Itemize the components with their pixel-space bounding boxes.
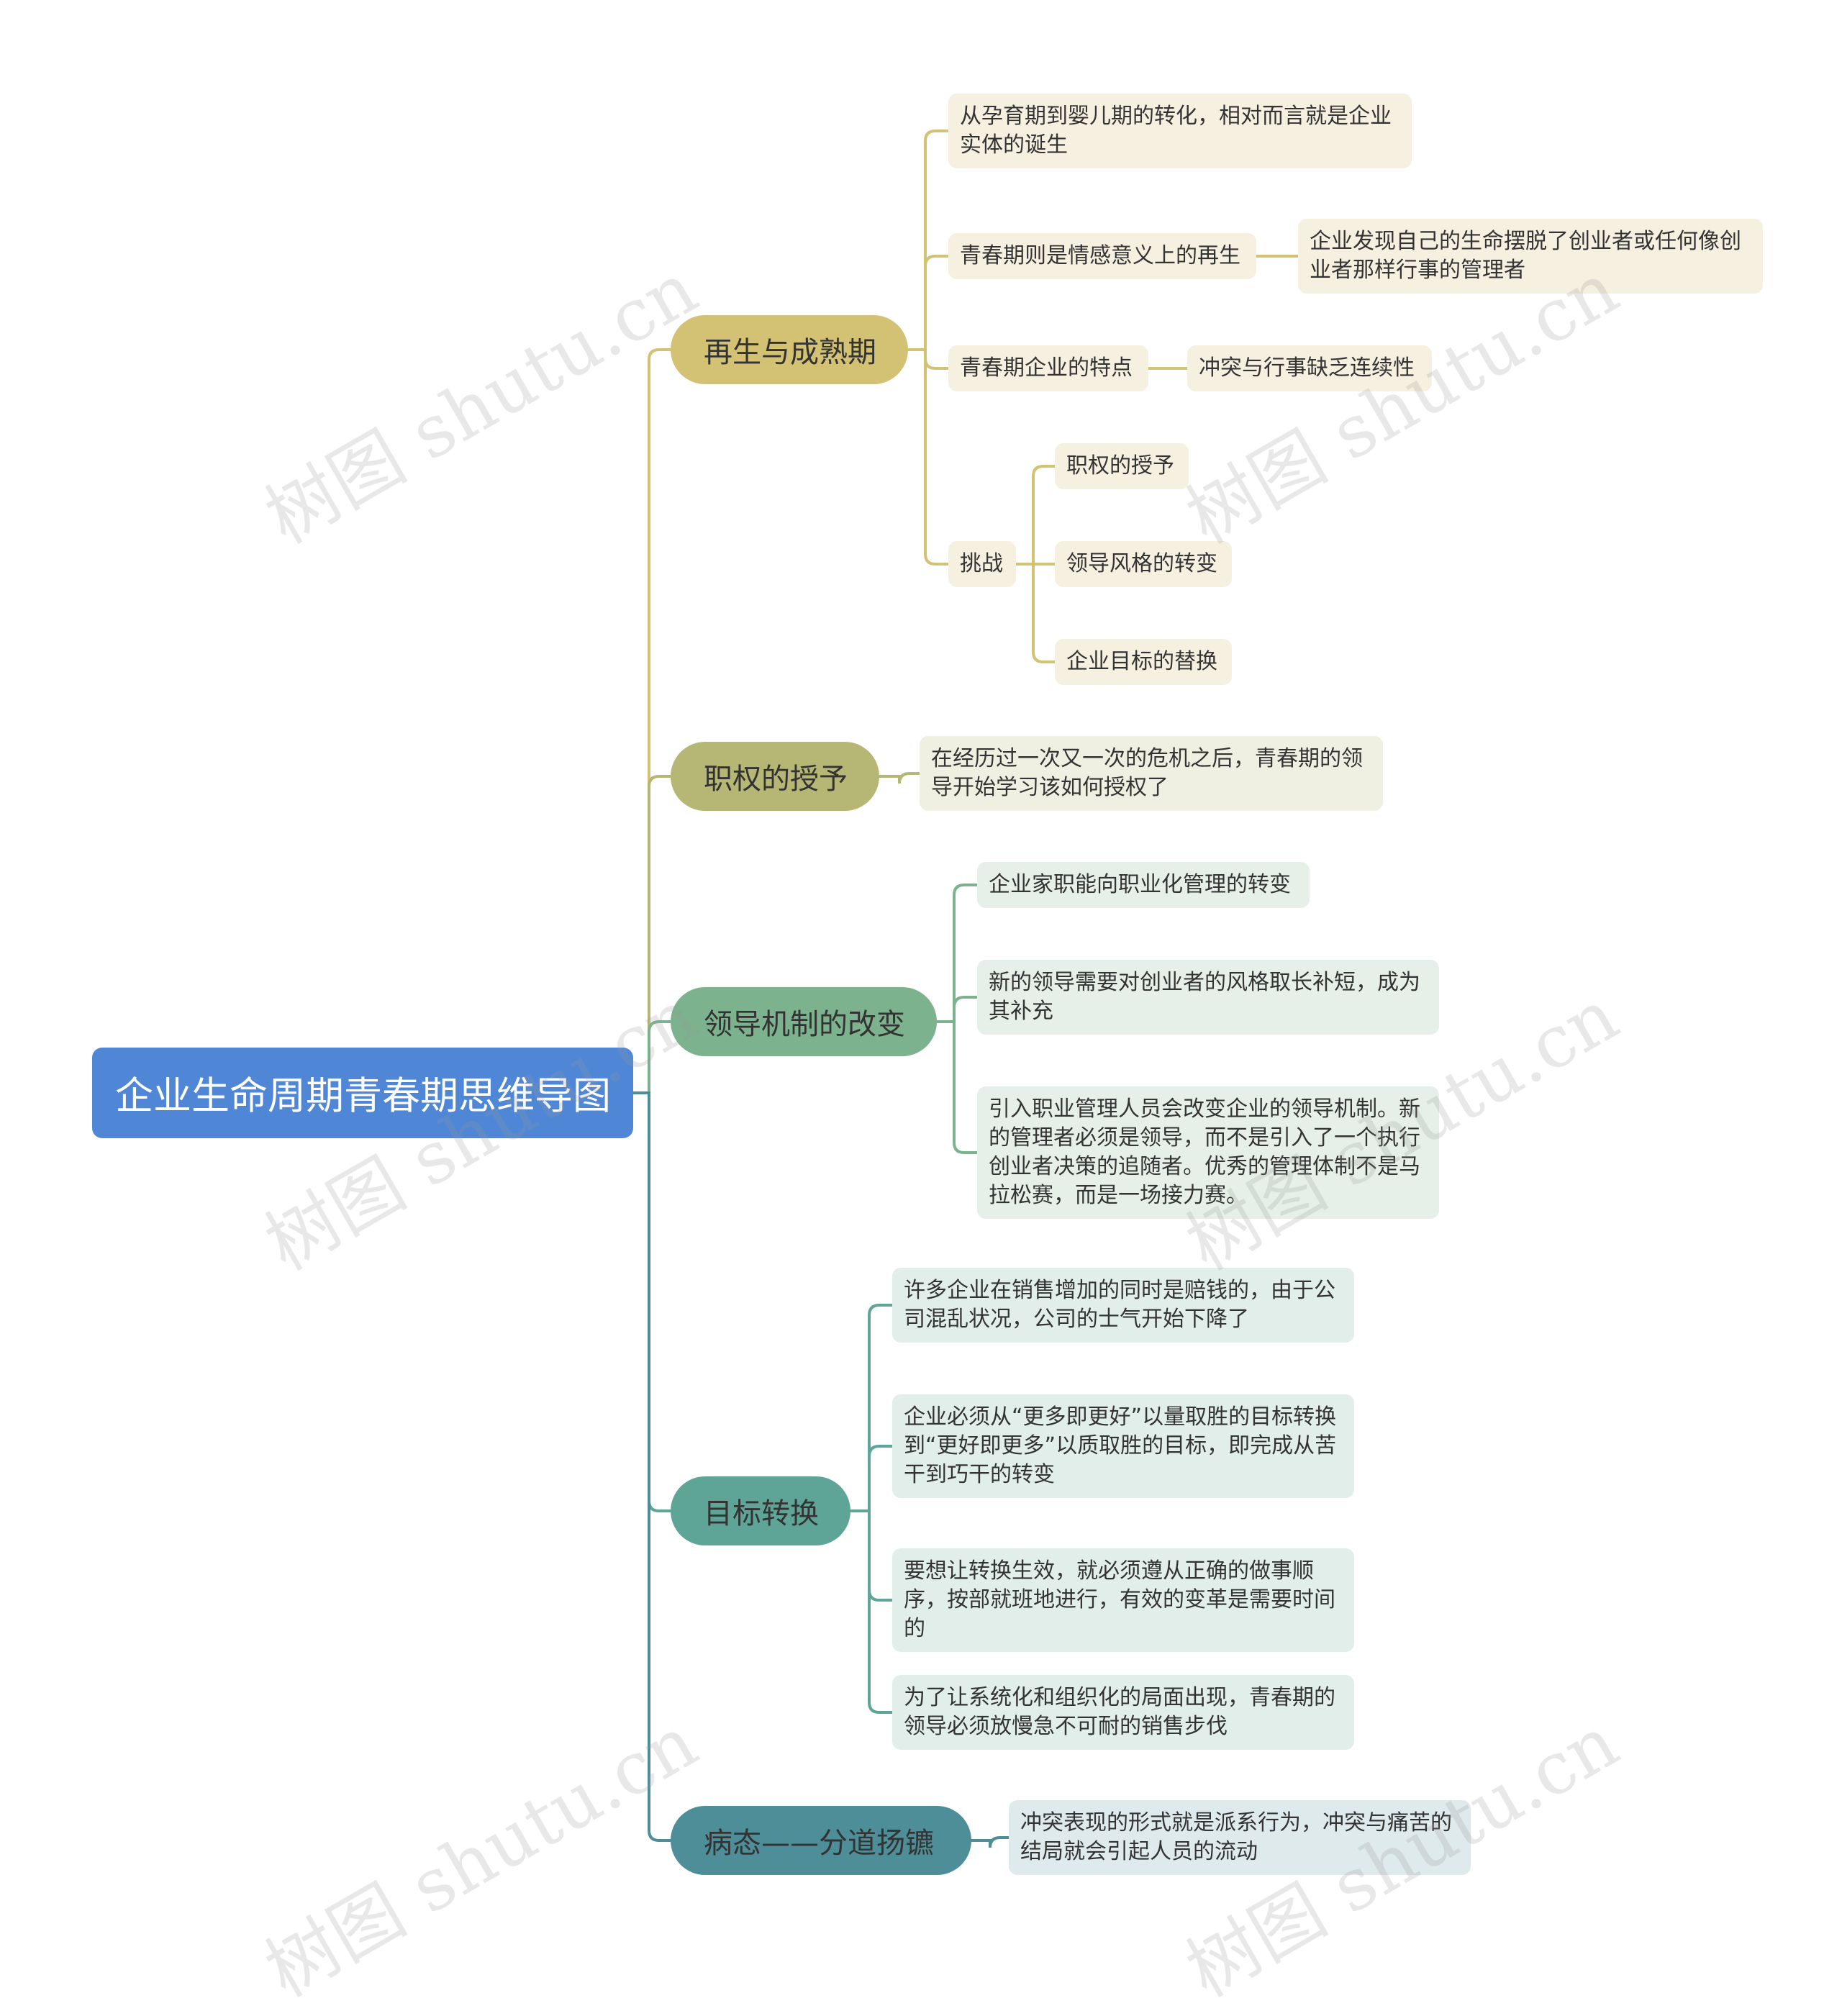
connector-line [907,348,950,370]
branch-goal-shift[interactable]: 目标转换 [671,1476,850,1545]
root-node[interactable]: 企业生命周期青春期思维导图 [92,1048,633,1138]
branch-pathology-split[interactable]: 病态——分道扬镳 [671,1806,971,1875]
connector-line [935,884,979,1023]
connector-line [849,1509,894,1602]
leaf-node[interactable]: 从孕育期到婴儿期的转化，相对而言就是企业实体的诞生 [948,94,1412,168]
leaf-node[interactable]: 许多企业在销售增加的同时是赔钱的，由于公司混乱状况，公司的士气开始下降了 [892,1268,1354,1343]
connector-line [632,1091,672,1842]
leaf-node[interactable]: 企业发现自己的生命摆脱了创业者或任何像创业者那样行事的管理者 [1298,219,1763,294]
connector-line [935,996,979,1023]
leaf-node[interactable]: 引入职业管理人员会改变企业的领导机制。新的管理者必须是领导，而不是引入了一个执行… [977,1086,1439,1219]
branch-rebirth-maturity[interactable]: 再生与成熟期 [671,315,908,384]
connector-line [1015,563,1056,663]
leaf-node[interactable]: 新的领导需要对创业者的风格取长补短，成为其补充 [977,960,1439,1035]
branch-delegation[interactable]: 职权的授予 [671,742,879,811]
leaf-node[interactable]: 挑战 [948,541,1016,587]
connector-line [849,1304,894,1512]
connector-line [935,1020,979,1154]
leaf-node[interactable]: 青春期企业的特点 [948,345,1148,391]
connector-line [907,348,950,566]
leaf-node[interactable]: 企业家职能向职业化管理的转变 [977,862,1310,908]
connector-line [1015,465,1056,566]
leaf-node[interactable]: 青春期则是情感意义上的再生 [948,233,1256,279]
branch-leadership-change[interactable]: 领导机制的改变 [671,987,937,1056]
mind-map: 企业生命周期青春期思维导图 再生与成熟期 从孕育期到婴儿期的转化，相对而言就是企… [92,94,1763,2013]
leaf-node[interactable]: 要想让转换生效，就必须遵从正确的做事顺序，按部就班地进行，有效的变革是需要时间的 [892,1548,1354,1652]
leaf-node[interactable]: 企业必须从“更多即更好”以量取胜的目标转换到“更好即更多”以质取胜的目标，即完成… [892,1394,1354,1498]
leaf-node[interactable]: 领导风格的转变 [1055,541,1232,587]
connector-line [849,1509,894,1714]
leaf-node[interactable]: 在经历过一次又一次的危机之后，青春期的领导开始学习该如何授权了 [920,736,1383,811]
leaf-node[interactable]: 企业目标的替换 [1055,639,1232,685]
connector-line [849,1445,894,1512]
leaf-node[interactable]: 冲突表现的形式就是派系行为，冲突与痛苦的结局就会引起人员的流动 [1009,1800,1471,1875]
leaf-node[interactable]: 为了让系统化和组织化的局面出现，青春期的领导必须放慢急不可耐的销售步伐 [892,1675,1354,1750]
connector-lines [632,130,1299,1848]
connector-line [907,255,950,351]
leaf-node[interactable]: 冲突与行事缺乏连续性 [1187,345,1432,391]
connector-line [970,1836,1010,1848]
connector-line [632,1091,672,1512]
connector-line [632,348,672,1094]
connector-line [632,775,672,1094]
connector-line [878,772,921,784]
connector-line [907,130,950,351]
leaf-node[interactable]: 职权的授予 [1055,443,1189,489]
connector-line [632,1020,672,1094]
